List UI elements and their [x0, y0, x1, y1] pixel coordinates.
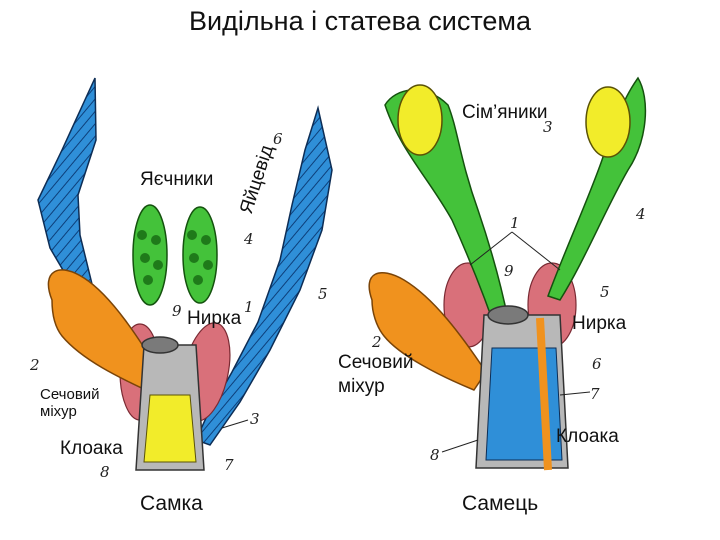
male-number-6: 6 — [592, 355, 602, 373]
male-cloaca-interior — [485, 347, 563, 461]
male-caption: Самець — [462, 492, 539, 515]
female-number-9: 9 — [172, 302, 182, 320]
female-cloaca-interior — [143, 394, 197, 463]
female-kidney-label: Нирка — [187, 308, 242, 329]
female-number-6: 6 — [273, 130, 283, 148]
female-number-5: 5 — [318, 285, 328, 303]
female-oviduct-left — [37, 77, 97, 285]
female-caption: Самка — [140, 492, 203, 515]
male-kidney-label: Нирка — [572, 313, 627, 334]
female-number-3: 3 — [250, 410, 260, 428]
female-diagram — [37, 77, 333, 471]
female-number-1: 1 — [244, 298, 254, 316]
male-testis-left — [397, 84, 443, 156]
female-number-8: 8 — [100, 463, 110, 481]
male-testis-right — [585, 86, 631, 158]
male-number-5: 5 — [600, 283, 610, 301]
male-diagram — [368, 76, 647, 471]
female-bladder-label-1: Сечовий — [40, 386, 100, 403]
female-number-2: 2 — [30, 356, 40, 374]
female-ovary-left — [132, 204, 168, 306]
female-ovary-right — [182, 206, 218, 304]
male-cloaca-label: Клоака — [556, 426, 619, 447]
female-number-4: 4 — [244, 230, 254, 248]
male-number-8: 8 — [430, 446, 440, 464]
female-cloaca-label: Клоака — [60, 438, 123, 459]
ovaries-label: Яєчники — [140, 169, 214, 190]
male-bladder-label-1: Сечовий — [338, 352, 414, 373]
male-number-7: 7 — [590, 385, 600, 403]
male-number-1: 1 — [510, 214, 520, 232]
male-number-2: 2 — [372, 333, 382, 351]
male-bladder-label-2: міхур — [338, 376, 385, 397]
female-bladder-label-2: міхур — [40, 403, 77, 420]
male-number-4: 4 — [636, 205, 646, 223]
male-number-3: 3 — [543, 118, 553, 136]
testes-label: Сім’яники — [462, 102, 548, 123]
page-title: Видільна і статева система — [189, 6, 531, 36]
male-number-9: 9 — [504, 262, 514, 280]
female-number-7: 7 — [224, 456, 234, 474]
